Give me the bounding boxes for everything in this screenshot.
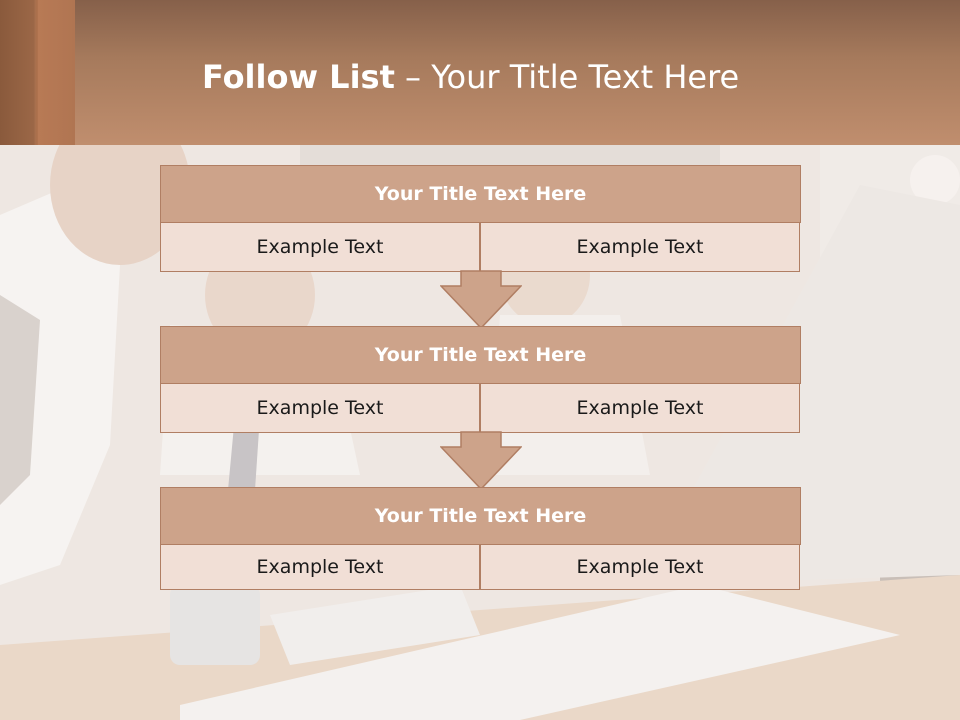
page-title-rest: – Your Title Text Here	[394, 58, 740, 96]
step-title: Your Title Text Here	[160, 487, 801, 545]
step-cell-right: Example Text	[480, 544, 800, 590]
down-arrow-2	[440, 431, 522, 491]
down-arrow-1	[440, 270, 522, 330]
header-accent-line	[36, 0, 38, 145]
step-cell-right: Example Text	[480, 383, 800, 433]
step-cell-left: Example Text	[160, 222, 480, 272]
page-title: Follow List – Your Title Text Here	[202, 56, 739, 98]
step-cell-left: Example Text	[160, 544, 480, 590]
step-title: Your Title Text Here	[160, 165, 801, 223]
step-title: Your Title Text Here	[160, 326, 801, 384]
header-band: Follow List – Your Title Text Here	[0, 0, 960, 145]
step-cell-right: Example Text	[480, 222, 800, 272]
step-cell-left: Example Text	[160, 383, 480, 433]
page-title-bold: Follow List	[202, 58, 395, 96]
